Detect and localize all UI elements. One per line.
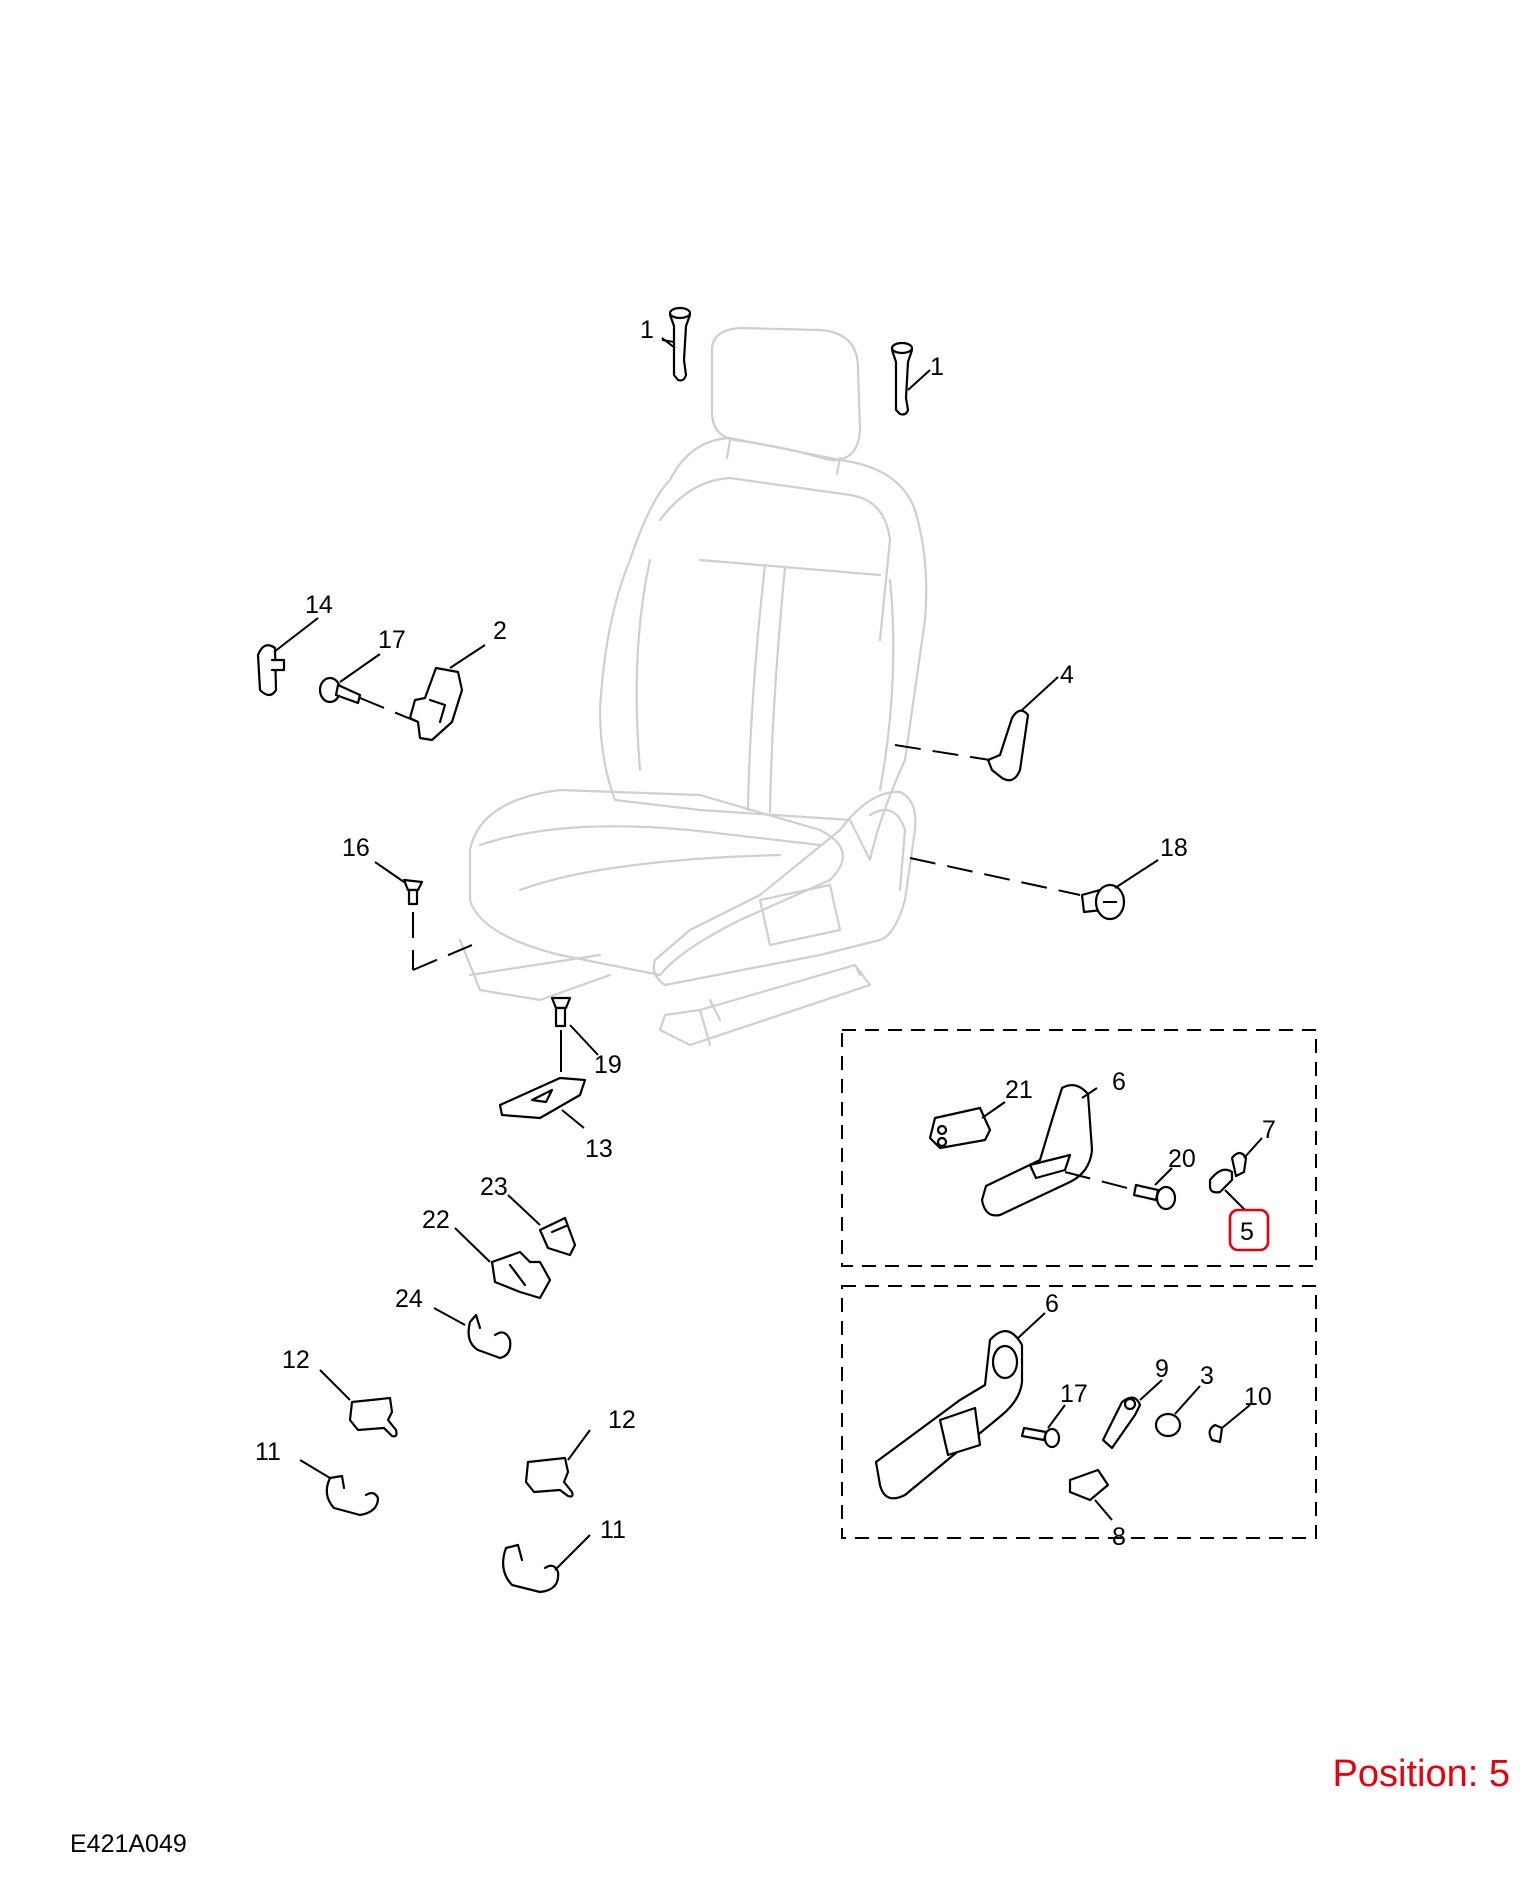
label-part-6-upper: 6: [1112, 1068, 1126, 1096]
label-part-12-left: 12: [282, 1346, 310, 1374]
part-7-trim: [1230, 1151, 1248, 1178]
variant-box-lower: [841, 1285, 1317, 1539]
label-part-5: 5: [1240, 1218, 1254, 1246]
label-part-10: 10: [1244, 1383, 1272, 1411]
label-part-6-lower: 6: [1045, 1290, 1059, 1318]
label-part-14: 14: [305, 591, 333, 619]
label-part-2: 2: [493, 617, 507, 645]
label-part-23: 23: [480, 1173, 508, 1201]
part-10-clip: [1208, 1423, 1224, 1444]
part-4-recline-lever: [986, 709, 1030, 782]
part-1-headrest-guide-left: [661, 306, 692, 382]
part-11-clip-left: [325, 1474, 380, 1517]
part-23-clip: [538, 1216, 577, 1257]
label-part-12-right: 12: [608, 1406, 636, 1434]
label-part-18: 18: [1160, 834, 1188, 862]
part-1-headrest-guide-right: [890, 341, 914, 416]
label-part-8: 8: [1112, 1523, 1126, 1551]
label-part-7: 7: [1262, 1116, 1276, 1144]
highlight-ring: [1228, 1208, 1270, 1252]
part-14-clip: [256, 644, 286, 697]
label-part-11-right: 11: [600, 1516, 626, 1544]
part-18-screw: [1080, 883, 1126, 921]
part-17-screw-lower: [1020, 1426, 1061, 1449]
seat-outline: [458, 326, 928, 1047]
drawing-code: E421A049: [70, 1830, 187, 1858]
part-12-clip-left: [348, 1396, 398, 1438]
leader-lines: [273, 337, 1263, 1571]
part-8-handle: [1068, 1468, 1110, 1502]
label-part-3: 3: [1200, 1362, 1214, 1390]
part-6-side-trim-lower: [874, 1330, 1024, 1500]
label-part-21: 21: [1005, 1076, 1033, 1104]
label-part-24: 24: [395, 1285, 423, 1313]
label-part-1-right: 1: [930, 353, 944, 381]
label-part-4: 4: [1060, 661, 1074, 689]
label-part-20: 20: [1168, 1145, 1196, 1173]
part-3-knob: [1154, 1412, 1182, 1438]
part-24-clip: [467, 1313, 512, 1360]
part-22-clip: [490, 1250, 552, 1300]
part-12-clip-right: [524, 1456, 574, 1498]
part-21-switch: [928, 1106, 992, 1150]
label-part-17-left: 17: [378, 626, 406, 654]
part-20-screw: [1132, 1183, 1177, 1211]
label-part-19: 19: [594, 1051, 622, 1079]
label-part-16: 16: [342, 834, 370, 862]
part-16-screw: [402, 878, 424, 906]
label-part-13: 13: [585, 1135, 613, 1163]
part-13-rail-cover: [498, 1076, 587, 1120]
label-part-17-lower: 17: [1060, 1380, 1088, 1408]
part-labels: 1 1 14 17 2 4 16 18 19 13 23 22 24 12 11…: [255, 316, 1276, 1551]
label-part-11-left: 11: [255, 1438, 281, 1466]
position-indicator: Position: 5: [1332, 1753, 1510, 1795]
part-2-bracket: [408, 666, 464, 742]
part-6-side-trim-upper: [980, 1083, 1094, 1217]
part-5-trim: [1208, 1168, 1234, 1194]
part-11-clip-right: [501, 1543, 560, 1594]
part-9-lever: [1101, 1396, 1142, 1450]
label-part-22: 22: [422, 1206, 450, 1234]
variant-box-upper: [841, 1029, 1317, 1267]
label-part-1-left: 1: [640, 316, 654, 344]
label-part-9: 9: [1155, 1355, 1169, 1383]
part-17-screw-left: [318, 676, 362, 705]
part-19-bolt: [550, 996, 572, 1028]
